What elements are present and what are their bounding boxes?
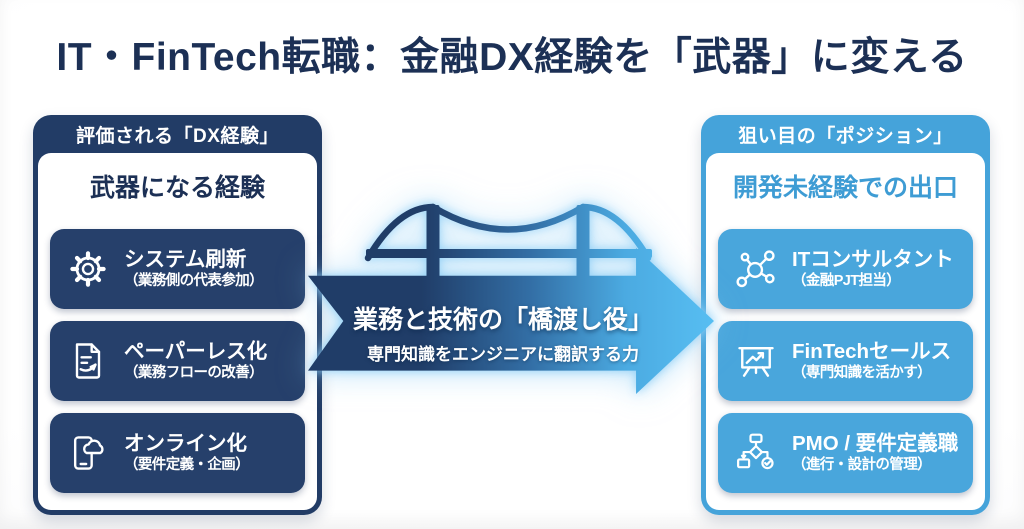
- card-sublabel: （進行・設計の管理）: [792, 457, 932, 474]
- card-online: オンライン化 （要件定義・企画）: [50, 413, 305, 493]
- network-nodes-icon: [733, 247, 779, 291]
- bridge-role-subtitle: 専門知識をエンジニアに翻訳する力: [367, 345, 639, 364]
- suspension-bridge-icon: [364, 203, 652, 292]
- flowchart-icon: [733, 431, 779, 475]
- card-paperless: ペーパーレス化 （業務フローの改善）: [50, 321, 305, 401]
- right-panel-body: 開発未経験での出口: [706, 153, 985, 510]
- card-label: ITコンサルタント: [792, 247, 954, 271]
- right-card-list: ITコンサルタント （金融PJT担当）: [718, 229, 973, 493]
- right-panel-heading: 開発未経験での出口: [732, 174, 958, 202]
- right-panel-positions: 狙い目の「ポジション」 開発未経験での出口: [701, 115, 990, 515]
- presentation-chart-icon: [733, 339, 779, 383]
- card-label: システム刷新: [124, 247, 247, 271]
- card-pmo: PMO / 要件定義職 （進行・設計の管理）: [718, 413, 973, 493]
- left-panel-dx-experience: 評価される「DX経験」 武器になる経験: [33, 115, 322, 515]
- card-system-renewal: システム刷新 （業務側の代表参加）: [50, 229, 305, 309]
- card-label: FinTechセールス: [792, 339, 952, 363]
- card-it-consultant: ITコンサルタント （金融PJT担当）: [718, 229, 973, 309]
- left-panel-body: 武器になる経験: [38, 153, 317, 510]
- left-panel-badge: 評価される「DX経験」: [76, 125, 279, 147]
- right-panel-badge: 狙い目の「ポジション」: [738, 125, 953, 147]
- card-sublabel: （専門知識を活かす）: [792, 365, 932, 382]
- card-fintech-sales: FinTechセールス （専門知識を活かす）: [718, 321, 973, 401]
- page-title: IT・FinTech転職：金融DX経験を「武器」に変える: [56, 36, 968, 79]
- card-label: オンライン化: [124, 431, 247, 455]
- left-card-list: システム刷新 （業務側の代表参加）: [50, 229, 305, 493]
- bridge-role-title: 業務と技術の「橋渡し役」: [352, 306, 653, 334]
- bridge-role-caption: 業務と技術の「橋渡し役」 専門知識をエンジニアに翻訳する力: [338, 300, 668, 365]
- card-sublabel: （業務フローの改善）: [124, 365, 264, 382]
- phone-cloud-icon: [65, 431, 111, 475]
- card-label: PMO / 要件定義職: [792, 431, 959, 455]
- card-sublabel: （要件定義・企画）: [124, 457, 250, 474]
- card-sublabel: （金融PJT担当）: [792, 273, 901, 290]
- document-edit-icon: [65, 339, 111, 383]
- card-sublabel: （業務側の代表参加）: [124, 273, 264, 290]
- bridge-arrow-graphic: 業務と技術の「橋渡し役」 専門知識をエンジニアに翻訳する力: [308, 198, 714, 403]
- gear-icon: [65, 247, 111, 291]
- left-panel-heading: 武器になる経験: [89, 174, 265, 202]
- card-label: ペーパーレス化: [124, 339, 268, 363]
